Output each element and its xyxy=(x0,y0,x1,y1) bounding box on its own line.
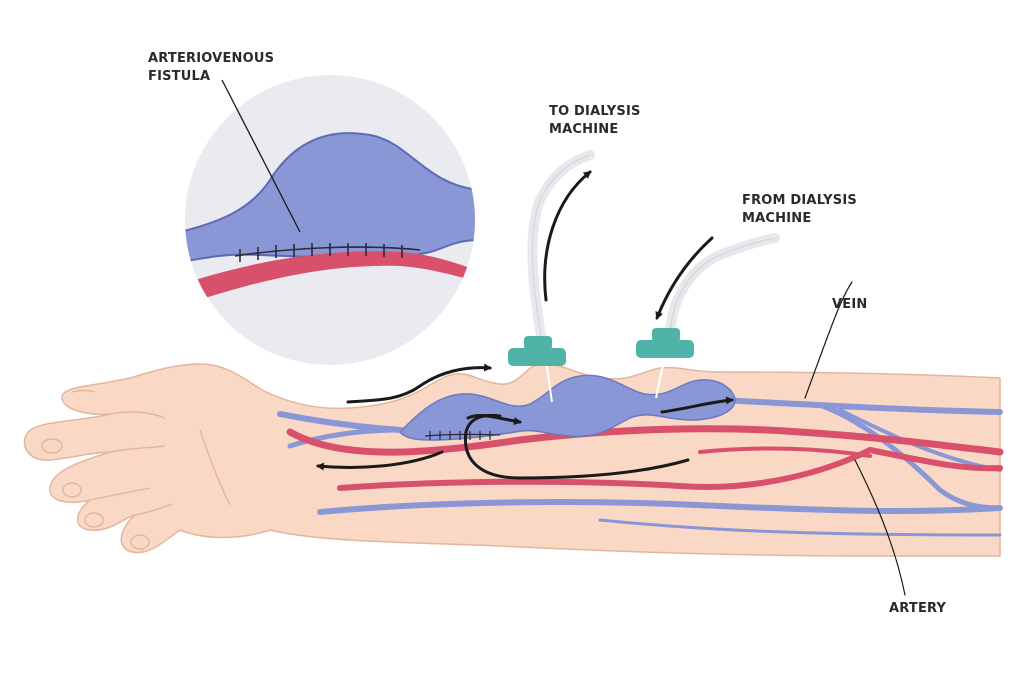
needle-hub-in xyxy=(636,328,694,358)
from-machine-label: FROM DIALYSIS MACHINE xyxy=(742,192,857,228)
arrow-from-machine xyxy=(655,236,714,320)
inset-sutures xyxy=(234,243,421,262)
to-machine-label-line2: MACHINE xyxy=(549,122,619,137)
vein-label: VEIN xyxy=(832,297,868,312)
inset-artery xyxy=(195,251,475,298)
artery-label: ARTERY xyxy=(889,601,947,616)
arrow-loop xyxy=(463,413,690,480)
arrow-into-fistula xyxy=(346,363,492,404)
fistula-inset xyxy=(185,75,475,365)
fistula-label: ARTERIOVENOUS FISTULA xyxy=(148,50,274,86)
arm-veins xyxy=(277,281,1003,537)
to-machine-label: TO DIALYSIS MACHINE xyxy=(549,103,641,139)
fistula-label-line1: ARTERIOVENOUS xyxy=(148,51,275,66)
fistula-leader-line xyxy=(221,79,301,233)
forearm xyxy=(23,281,1004,596)
dialysis-lines xyxy=(508,150,780,403)
fistula-label-line2: FISTULA xyxy=(148,69,211,84)
artery-leader-line xyxy=(854,459,906,596)
arrow-to-machine xyxy=(543,170,592,302)
finger-details xyxy=(41,389,231,550)
arrow-downstream xyxy=(660,396,734,414)
from-machine-label-line1: FROM DIALYSIS xyxy=(742,193,857,208)
tube-to-machine xyxy=(527,150,595,365)
to-machine-label-line1: TO DIALYSIS xyxy=(549,104,641,119)
needle-hub-out xyxy=(508,336,566,366)
from-machine-label-line2: MACHINE xyxy=(742,211,812,226)
arm-sutures xyxy=(424,431,501,440)
arm-arteries xyxy=(286,425,1004,596)
flow-arrows xyxy=(316,170,734,480)
arrow-return-wrist xyxy=(316,450,444,471)
needle-in xyxy=(655,359,665,399)
vein-leader-line xyxy=(804,281,853,399)
inset-vein xyxy=(185,132,475,264)
needle-out xyxy=(545,359,553,403)
tube-from-machine xyxy=(665,233,780,345)
arm-fistula-vein xyxy=(398,374,736,441)
